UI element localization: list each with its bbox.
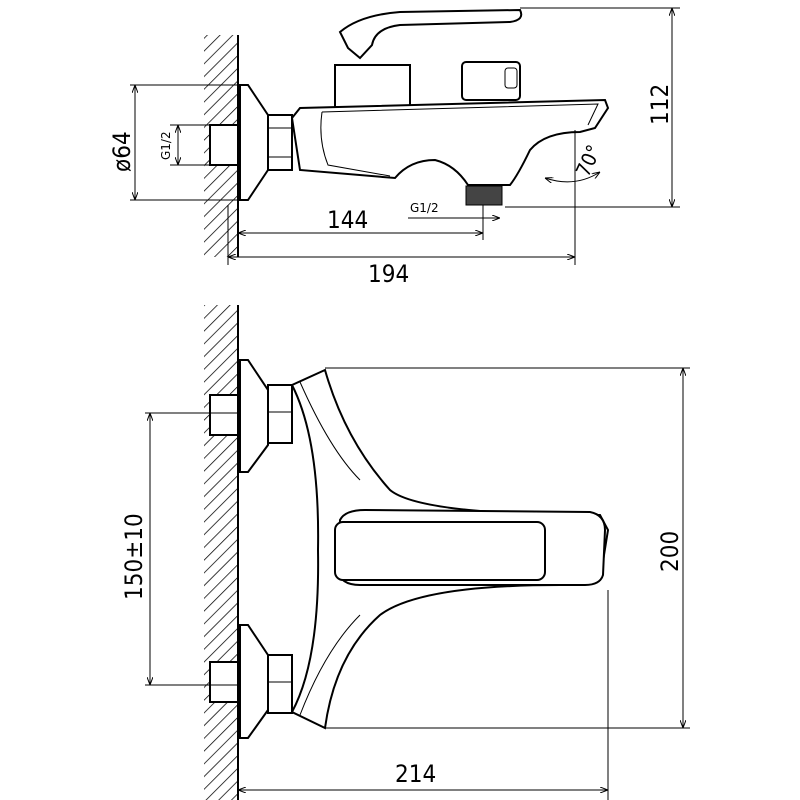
outlet-thread (465, 185, 503, 206)
front-height-label: 200 (656, 531, 684, 572)
lower-inlet-pipe (209, 661, 239, 703)
inlet-spacing-label: 150±10 (120, 513, 148, 600)
outlet-distance-label: 144 (327, 206, 368, 234)
cartridge-housing (334, 64, 411, 108)
spout-body (290, 98, 610, 186)
nut (267, 114, 293, 171)
flange-diameter-label: ø64 (108, 131, 136, 172)
side-view: ø64 G1/2 G1/2 144 194 112 70° (108, 7, 680, 288)
inlet-pipe (209, 124, 239, 166)
upper-inlet-pipe (209, 394, 239, 436)
handle-face (334, 521, 546, 581)
inlet-thread-label: G1/2 (159, 131, 173, 160)
spout-angle-label: 70° (571, 141, 606, 180)
wall-flange (239, 84, 269, 201)
lower-flange (239, 624, 269, 739)
outlet-thread-label: G1/2 (410, 201, 439, 215)
lever-handle (338, 8, 523, 60)
front-width-label: 214 (395, 760, 436, 788)
upper-flange (239, 359, 269, 473)
wall-hatch (204, 305, 238, 800)
total-depth-label: 194 (368, 260, 409, 288)
front-view: 150±10 200 214 (120, 305, 690, 800)
height-label: 112 (646, 84, 674, 125)
upper-nut (267, 384, 293, 444)
lower-nut (267, 654, 293, 714)
